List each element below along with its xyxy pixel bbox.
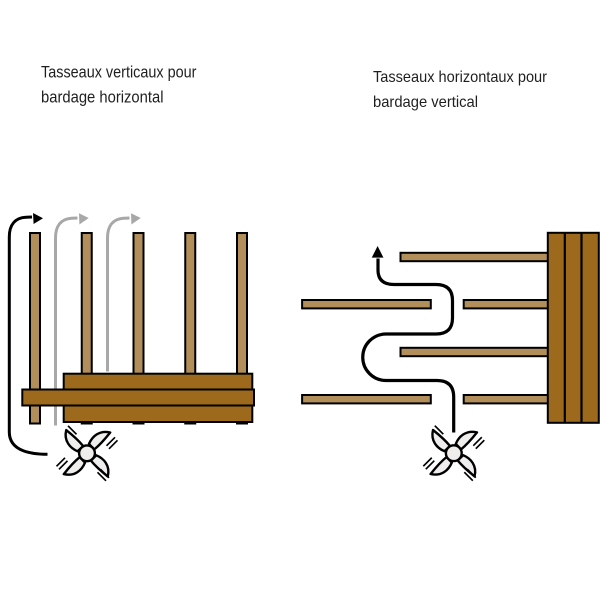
svg-text:bardage vertical: bardage vertical: [373, 94, 478, 111]
svg-text:Tasseaux horizontaux pour: Tasseaux horizontaux pour: [373, 69, 548, 86]
svg-text:bardage horizontal: bardage horizontal: [41, 88, 164, 107]
svg-text:Tasseaux verticaux pour: Tasseaux verticaux pour: [41, 63, 197, 82]
